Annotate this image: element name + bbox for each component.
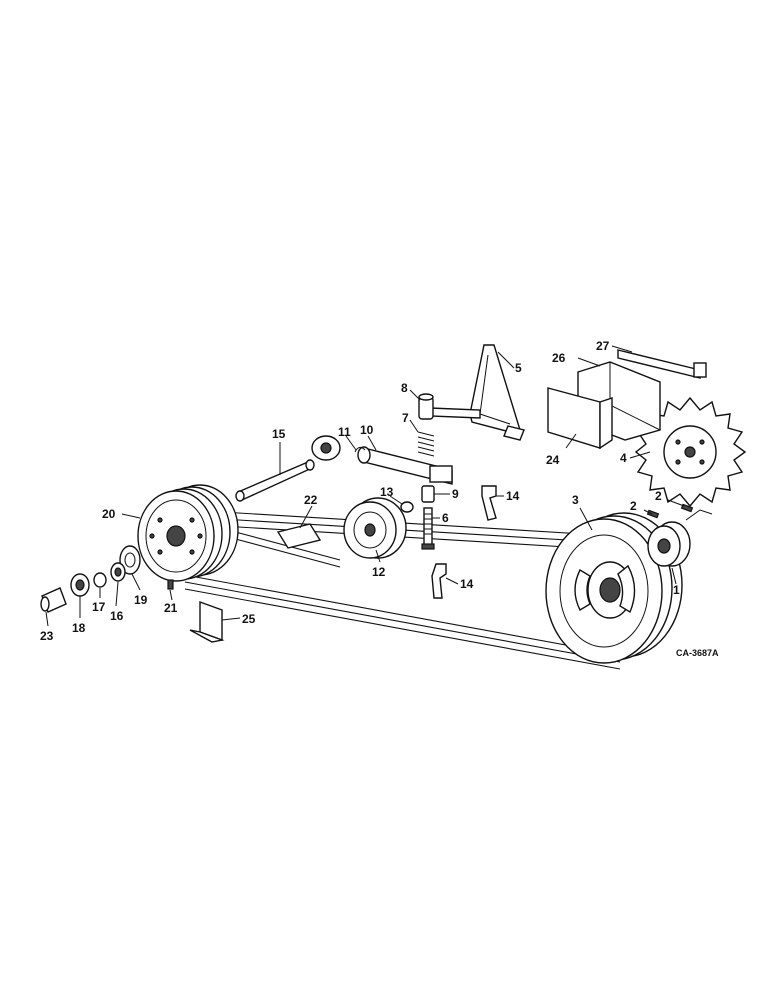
callout-labels: 1 2 2 3 4 5 6 7 8 9 10 11 12 13 14 14 15… [40, 339, 719, 658]
callout-2: 2 [630, 499, 637, 513]
callout-15: 15 [272, 427, 286, 441]
pin-and-spring [417, 393, 435, 457]
callout-20: 20 [102, 507, 116, 521]
plate [276, 523, 322, 549]
callout-19: 19 [134, 593, 148, 607]
callout-18: 18 [72, 621, 86, 635]
callout-26: 26 [552, 351, 566, 365]
callout-9: 9 [452, 487, 459, 501]
straps [431, 485, 497, 599]
callout-6: 6 [442, 511, 449, 525]
callout-21: 21 [164, 601, 178, 615]
shields [547, 349, 707, 450]
callout-27: 27 [596, 339, 610, 353]
callout-16: 16 [110, 609, 124, 623]
idler-pulley [343, 497, 407, 559]
drawing-code: CA-3687A [676, 648, 719, 658]
callout-14: 14 [506, 489, 520, 503]
callout-22: 22 [304, 493, 318, 507]
callout-2: 2 [655, 489, 662, 503]
callout-1: 1 [673, 583, 680, 597]
callout-5: 5 [515, 361, 522, 375]
callout-8: 8 [401, 381, 408, 395]
callout-17: 17 [92, 600, 106, 614]
sprocket [634, 396, 747, 508]
callout-7: 7 [402, 411, 409, 425]
bearing [311, 435, 341, 461]
idler-arm [354, 446, 453, 485]
callout-14: 14 [460, 577, 474, 591]
callout-23: 23 [40, 629, 54, 643]
bushings-and-bolt [400, 485, 435, 550]
shaft [235, 459, 315, 502]
callout-4: 4 [620, 451, 627, 465]
shield-small [189, 601, 225, 643]
pulley-left [137, 484, 239, 582]
mounting-bracket [423, 344, 525, 441]
callout-12: 12 [372, 565, 386, 579]
callout-3: 3 [572, 493, 579, 507]
callout-13: 13 [380, 485, 394, 499]
callout-10: 10 [360, 423, 374, 437]
callout-25: 25 [242, 612, 256, 626]
callout-24: 24 [546, 453, 560, 467]
hub [646, 503, 713, 567]
callout-11: 11 [338, 425, 351, 439]
leader-lines [45, 345, 685, 627]
small-parts [40, 545, 174, 613]
